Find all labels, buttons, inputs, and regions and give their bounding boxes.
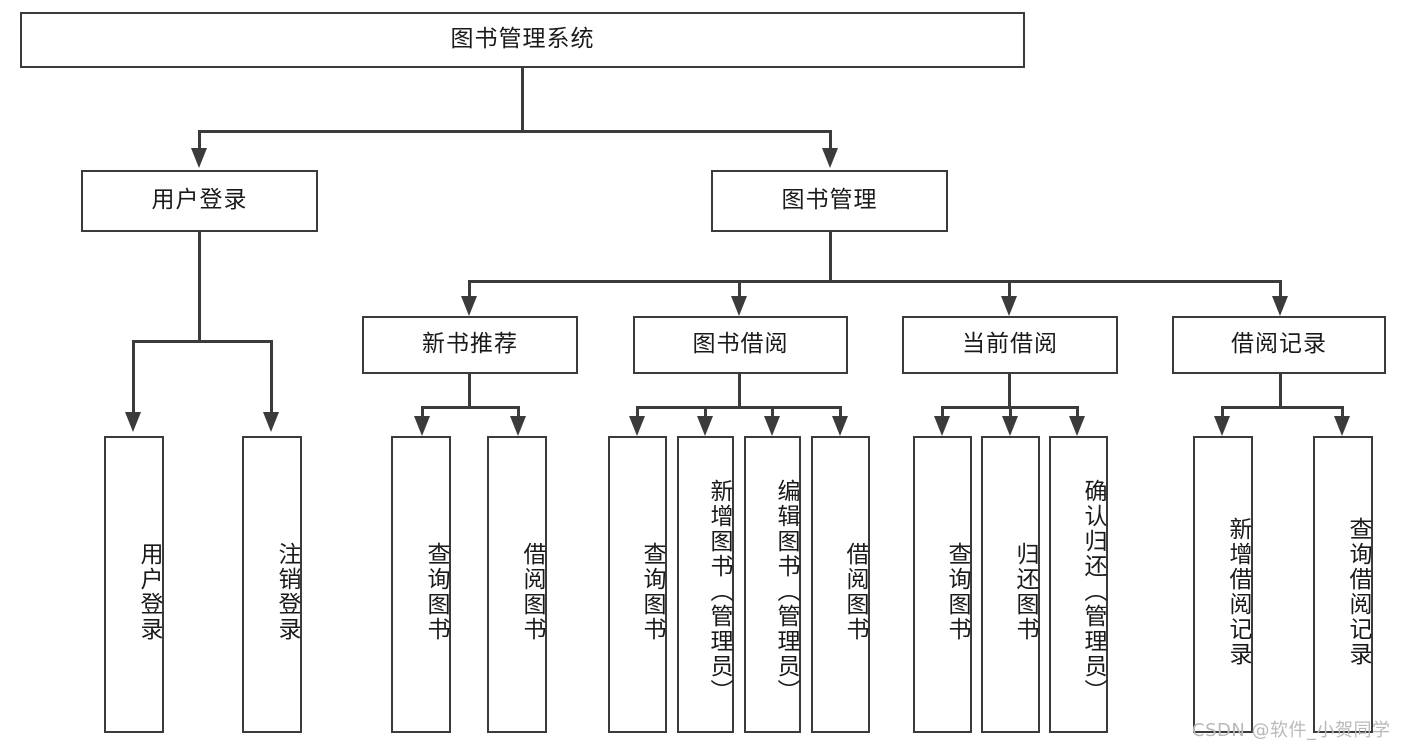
leaf-label: 查询图书 bbox=[423, 541, 449, 642]
arrowhead-bb-leaf-4 bbox=[832, 416, 848, 436]
edge-br-drop-2 bbox=[1341, 406, 1344, 420]
arrowhead-user-login-leaf-1 bbox=[125, 412, 141, 432]
edge-cb-stem bbox=[1008, 374, 1011, 406]
edge-br-bus bbox=[1221, 406, 1343, 409]
arrowhead-nbr-leaf-2 bbox=[510, 416, 526, 436]
edge-bb-bus bbox=[636, 406, 842, 409]
edge-bm-drop-1 bbox=[468, 280, 471, 300]
edge-book-management-stem bbox=[829, 232, 832, 280]
node-user-login[interactable]: 用户登录 bbox=[81, 170, 318, 232]
watermark-text: CSDN @软件_小贺同学 bbox=[1192, 720, 1391, 741]
edge-bb-drop-2 bbox=[704, 406, 707, 420]
leaf-label: 查询图书 bbox=[944, 541, 970, 642]
arrowhead-cb-leaf-2 bbox=[1002, 416, 1018, 436]
leaf-book-borrow-4[interactable]: 借阅图书 bbox=[811, 436, 870, 733]
edge-root-bus bbox=[198, 130, 832, 133]
leaf-current-borrow-3[interactable]: 确认归还（管理员） bbox=[1049, 436, 1108, 733]
leaf-label: 借阅图书 bbox=[519, 541, 545, 642]
leaf-current-borrow-2[interactable]: 归还图书 bbox=[981, 436, 1040, 733]
leaf-book-borrow-2[interactable]: 新增图书（管理员） bbox=[677, 436, 734, 733]
leaf-label: 用户登录 bbox=[136, 541, 162, 642]
arrowhead-to-user-login bbox=[191, 148, 207, 168]
edge-bb-drop-1 bbox=[636, 406, 639, 420]
edge-root-drop-1 bbox=[198, 130, 201, 152]
leaf-new-book-recommend-1[interactable]: 查询图书 bbox=[391, 436, 451, 733]
leaf-label: 新增借阅记录 bbox=[1225, 516, 1251, 667]
arrowhead-to-book-borrow bbox=[731, 296, 747, 316]
leaf-user-login-2[interactable]: 注销登录 bbox=[242, 436, 302, 733]
node-current-borrow-label: 当前借阅 bbox=[962, 331, 1058, 358]
edge-nbr-bus bbox=[421, 406, 519, 409]
edge-nbr-drop-2 bbox=[517, 406, 520, 420]
edge-cb-drop-3 bbox=[1076, 406, 1079, 420]
edge-user-login-stem bbox=[198, 232, 201, 340]
edge-bm-drop-3 bbox=[1008, 280, 1011, 300]
leaf-label: 编辑图书（管理员） bbox=[773, 479, 799, 704]
edge-cb-drop-2 bbox=[1009, 406, 1012, 420]
leaf-label: 新增图书（管理员） bbox=[706, 479, 732, 704]
node-book-management[interactable]: 图书管理 bbox=[711, 170, 948, 232]
edge-nbr-drop-1 bbox=[421, 406, 424, 420]
arrowhead-cb-leaf-3 bbox=[1069, 416, 1085, 436]
node-current-borrow[interactable]: 当前借阅 bbox=[902, 316, 1118, 374]
leaf-book-borrow-1[interactable]: 查询图书 bbox=[608, 436, 667, 733]
leaf-label: 归还图书 bbox=[1012, 541, 1038, 642]
arrowhead-to-borrow-record bbox=[1272, 296, 1288, 316]
edge-root-stem bbox=[521, 68, 524, 130]
leaf-current-borrow-1[interactable]: 查询图书 bbox=[913, 436, 972, 733]
leaf-label: 确认归还（管理员） bbox=[1080, 479, 1106, 704]
node-book-borrow-label: 图书借阅 bbox=[692, 331, 789, 358]
leaf-label: 注销登录 bbox=[274, 541, 300, 642]
arrowhead-br-leaf-2 bbox=[1334, 416, 1350, 436]
arrowhead-bb-leaf-3 bbox=[764, 416, 780, 436]
arrowhead-to-new-book-recommend bbox=[461, 296, 477, 316]
edge-bb-drop-3 bbox=[771, 406, 774, 420]
node-book-management-label: 图书管理 bbox=[781, 187, 878, 214]
node-borrow-record[interactable]: 借阅记录 bbox=[1172, 316, 1386, 374]
edge-user-login-drop-2 bbox=[270, 340, 273, 416]
node-new-book-recommend[interactable]: 新书推荐 bbox=[362, 316, 578, 374]
arrowhead-bb-leaf-1 bbox=[629, 416, 645, 436]
leaf-book-borrow-3[interactable]: 编辑图书（管理员） bbox=[744, 436, 801, 733]
arrowhead-to-current-borrow bbox=[1001, 296, 1017, 316]
node-root-label: 图书管理系统 bbox=[450, 26, 595, 53]
edge-user-login-bus bbox=[132, 340, 272, 343]
edge-br-stem bbox=[1279, 374, 1282, 406]
edge-root-drop-2 bbox=[829, 130, 832, 152]
node-root[interactable]: 图书管理系统 bbox=[20, 12, 1025, 68]
node-borrow-record-label: 借阅记录 bbox=[1231, 331, 1327, 358]
edge-br-drop-1 bbox=[1221, 406, 1224, 420]
node-book-borrow[interactable]: 图书借阅 bbox=[633, 316, 848, 374]
edge-bb-drop-4 bbox=[839, 406, 842, 420]
leaf-user-login-1[interactable]: 用户登录 bbox=[104, 436, 164, 733]
node-new-book-recommend-label: 新书推荐 bbox=[422, 331, 518, 358]
edge-nbr-stem bbox=[468, 374, 471, 406]
arrowhead-nbr-leaf-1 bbox=[414, 416, 430, 436]
leaf-new-book-recommend-2[interactable]: 借阅图书 bbox=[487, 436, 547, 733]
arrowhead-bb-leaf-2 bbox=[697, 416, 713, 436]
leaf-borrow-record-1[interactable]: 新增借阅记录 bbox=[1193, 436, 1253, 733]
edge-user-login-drop-1 bbox=[132, 340, 135, 416]
arrowhead-cb-leaf-1 bbox=[934, 416, 950, 436]
node-user-login-label: 用户登录 bbox=[151, 187, 248, 214]
edge-bm-drop-4 bbox=[1279, 280, 1282, 300]
edge-bb-stem bbox=[738, 374, 741, 406]
leaf-label: 借阅图书 bbox=[842, 541, 868, 642]
leaf-label: 查询图书 bbox=[639, 541, 665, 642]
arrowhead-br-leaf-1 bbox=[1214, 416, 1230, 436]
arrowhead-to-book-management bbox=[822, 148, 838, 168]
arrowhead-user-login-leaf-2 bbox=[263, 412, 279, 432]
edge-book-management-bus bbox=[468, 280, 1282, 283]
leaf-borrow-record-2[interactable]: 查询借阅记录 bbox=[1313, 436, 1373, 733]
edge-bm-drop-2 bbox=[738, 280, 741, 300]
leaf-label: 查询借阅记录 bbox=[1345, 516, 1371, 667]
edge-cb-drop-1 bbox=[941, 406, 944, 420]
